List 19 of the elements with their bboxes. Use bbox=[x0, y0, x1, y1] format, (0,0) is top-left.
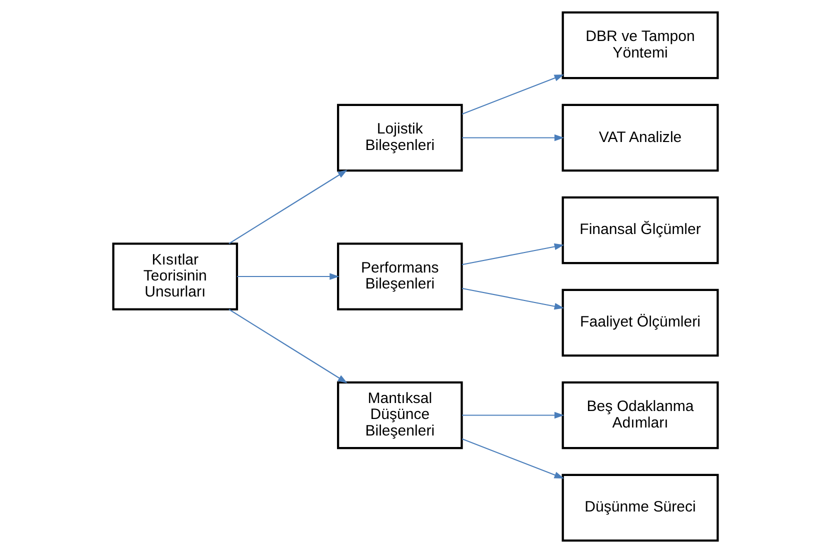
node-box: Mantıksal Düşünce Bileşenleri bbox=[337, 381, 463, 450]
node-box: VAT Analizle bbox=[562, 104, 719, 172]
node-box: DBR ve Tampon Yöntemi bbox=[562, 11, 719, 80]
arrow bbox=[228, 170, 348, 244]
node-box: Düşünme Süreci bbox=[562, 474, 719, 542]
node-box: Finansal Ğlçümler bbox=[562, 196, 719, 264]
arrow bbox=[462, 438, 564, 479]
arrow bbox=[462, 412, 564, 419]
node-box: Beş Odaklanma Adımları bbox=[562, 381, 719, 450]
arrow bbox=[462, 288, 564, 310]
node-box: Performans Bileşenleri bbox=[337, 242, 463, 310]
arrow bbox=[237, 273, 340, 280]
arrow bbox=[462, 134, 564, 142]
arrow bbox=[462, 243, 564, 266]
node-box: Faaliyet Ölçümleri bbox=[562, 288, 719, 357]
node-box: Kısıtlar Teorisinin Unsurları bbox=[112, 242, 238, 310]
node-box: Lojistik Bileşenleri bbox=[337, 104, 463, 172]
arrow bbox=[228, 308, 348, 384]
arrow bbox=[462, 74, 564, 115]
